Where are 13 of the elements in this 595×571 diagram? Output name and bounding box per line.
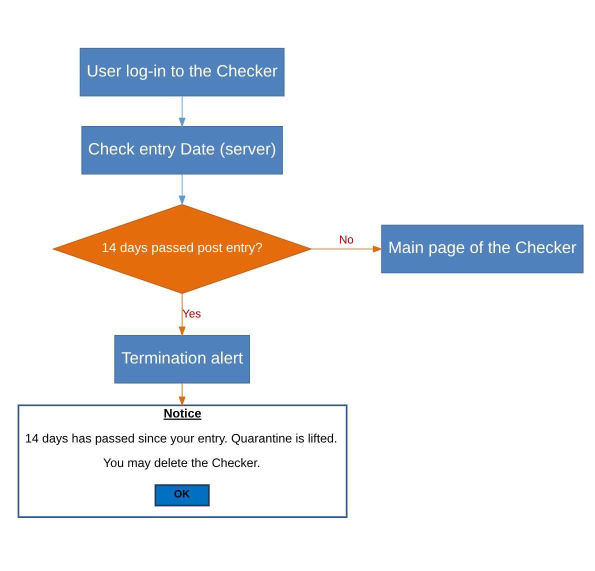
arrow: [178, 292, 186, 336]
arrow: [178, 95, 186, 128]
node-box: User log-in to the Checker: [80, 47, 285, 96]
arrow: [310, 245, 383, 252]
node-box: Main page of the Checker: [381, 224, 584, 273]
node-diamond: 14 days passed post entry?: [52, 204, 312, 294]
edge-label: No: [338, 234, 354, 246]
node-box: OK: [154, 484, 210, 506]
node-box: Termination alert: [114, 334, 250, 383]
arrow: [178, 173, 186, 205]
arrow: [178, 382, 186, 406]
node-box: Check entry Date (server): [81, 126, 283, 174]
edge-label: Yes: [182, 308, 201, 320]
